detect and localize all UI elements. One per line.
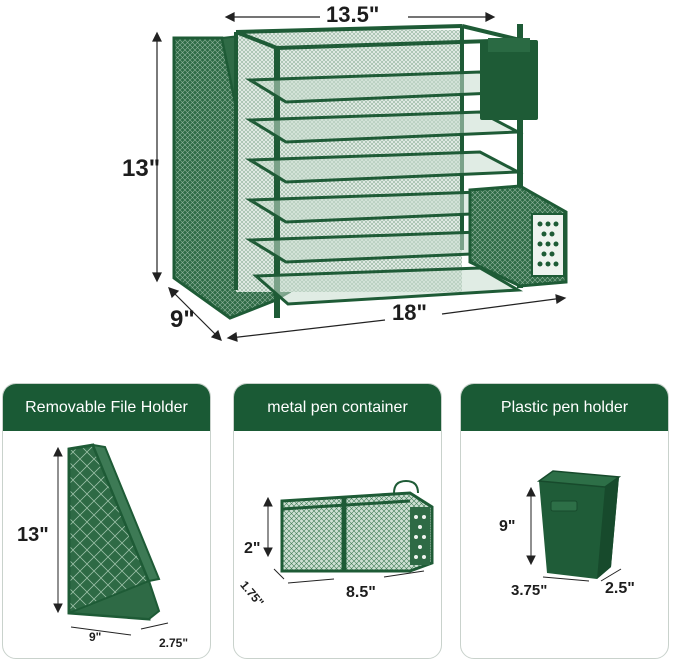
card-removable-file-holder: Removable File Holder 13" 9" 2.75" [2,383,211,659]
card-dim-depth: 2.5" [605,580,635,597]
width-top-label: 13.5" [326,2,380,27]
metal-pen-container-part [468,184,568,288]
height-arrow [152,31,162,283]
metal-pen-container-illustration [263,479,434,584]
height-label: 13" [122,155,161,182]
card-dim-height: 2" [244,540,261,557]
card-dim-depth: 2.75" [159,636,189,650]
trays [244,70,524,306]
width-top-arrow [224,12,496,22]
card-dim-width: 8.5" [346,584,376,601]
card-title: Removable File Holder [3,384,210,431]
width-bottom-label: 18" [392,300,427,325]
card-title: metal pen container [234,384,441,431]
depth-label: 9" [170,306,195,333]
file-holder-illustration [53,443,169,636]
card-dim-height: 13" [17,524,49,546]
card-plastic-pen-holder: Plastic pen holder 9" 3.75" 2.5" [460,383,669,659]
card-metal-pen-container: metal pen container [233,383,442,659]
depth-arrow [168,287,222,341]
card-dim-width: 9" [89,630,102,644]
card-title: Plastic pen holder [461,384,668,431]
plastic-pen-holder-part [480,38,538,120]
width-bottom-arrow [226,294,567,342]
plastic-pen-holder-illustration [526,470,622,582]
desk-organizer-illustration [152,12,568,342]
card-dim-height: 9" [499,518,516,535]
card-dim-width: 3.75" [511,582,548,599]
